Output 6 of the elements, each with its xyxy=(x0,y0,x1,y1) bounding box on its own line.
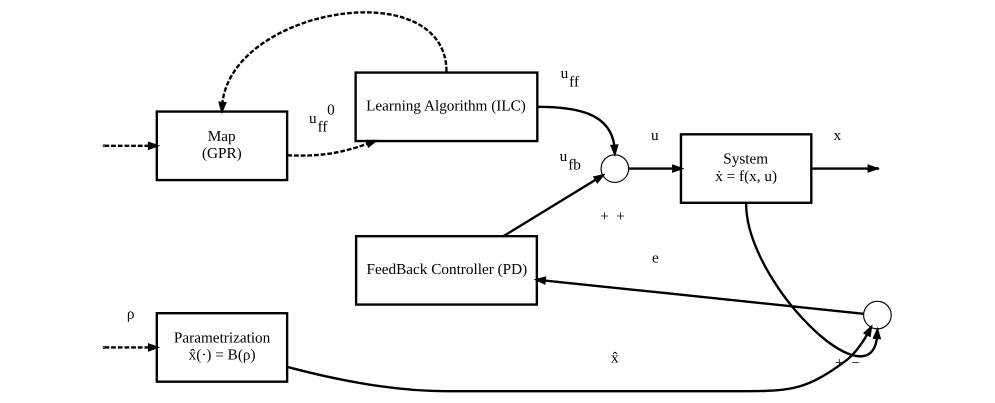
edge-label: e xyxy=(652,250,659,267)
edge-label: x xyxy=(834,126,842,144)
edge-label: x̂ xyxy=(611,349,619,366)
node-label: + + xyxy=(600,208,625,226)
edge-label: ρ xyxy=(126,306,134,323)
edge-label: u xyxy=(651,126,659,144)
